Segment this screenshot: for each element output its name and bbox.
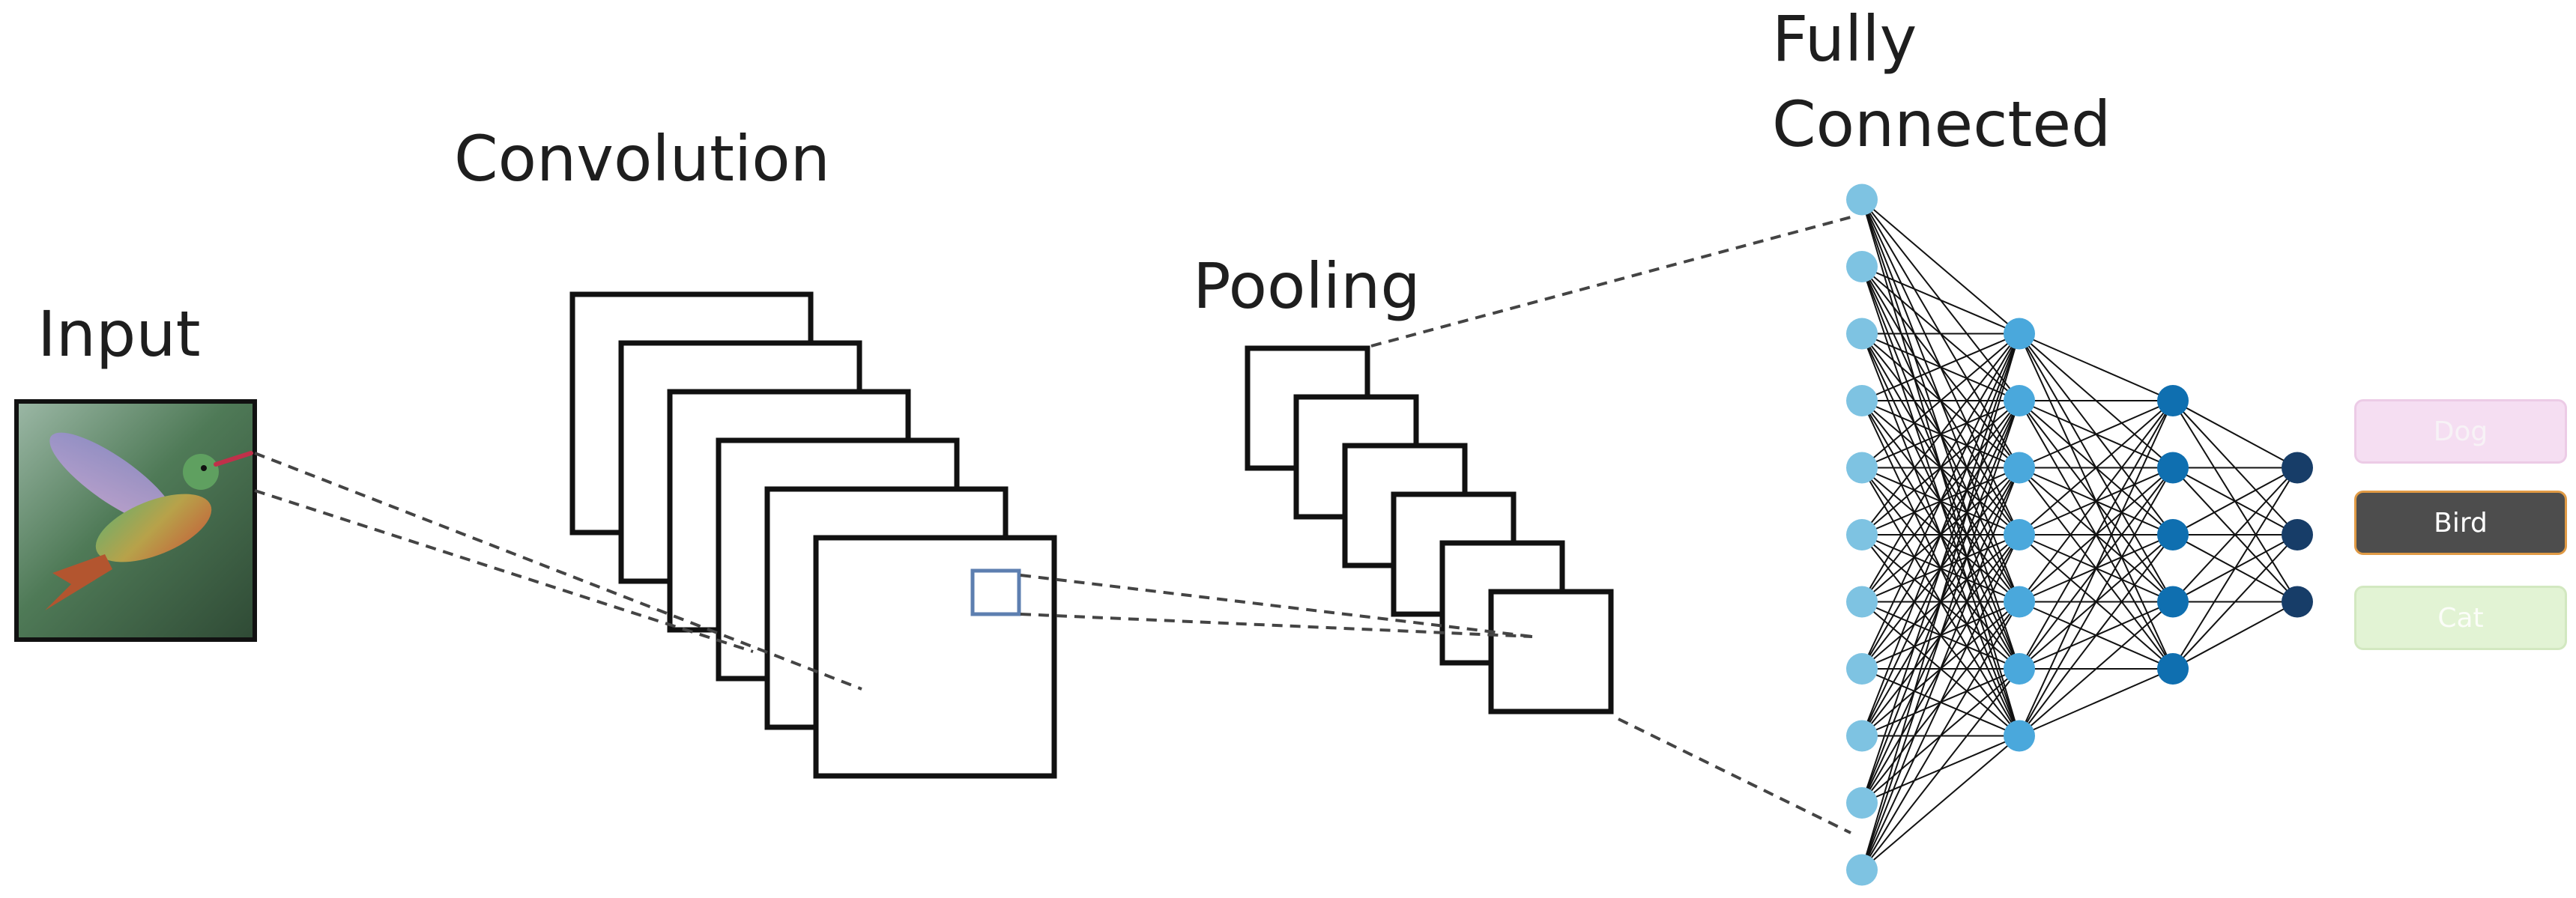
fc-neuron-layer-1	[1846, 251, 1878, 282]
output-dog-label: Dog	[2433, 416, 2488, 447]
fc-connection	[2172, 400, 2298, 469]
fc-neuron-layer-4	[2282, 586, 2313, 618]
fc-connection	[2019, 467, 2174, 736]
fc-neuron-layer-1	[1846, 519, 1878, 550]
fc-neuron-layer-3	[2157, 653, 2189, 685]
fc-connection	[1861, 400, 2020, 870]
fc-connection	[1861, 266, 2020, 335]
label-fully-connected-line2: Connected	[1772, 88, 2111, 161]
convolution-map	[813, 535, 1057, 779]
bird-body	[95, 494, 212, 562]
output-dog-box: Dog	[2354, 399, 2567, 464]
fc-connection	[2172, 467, 2298, 536]
fc-connection	[2019, 668, 2174, 737]
fc-connection	[2019, 601, 2174, 737]
fc-neuron-layer-1	[1846, 586, 1878, 618]
fc-neuron-layer-3	[2157, 519, 2189, 550]
fc-neuron-layer-1	[1846, 183, 1878, 216]
label-input: Input	[37, 297, 201, 371]
fc-connection	[1861, 467, 2020, 870]
dashed-connectors	[254, 216, 1851, 834]
fc-neuron-layer-1	[1846, 653, 1878, 685]
fc-connection	[1861, 333, 2020, 804]
fc-connection	[2172, 467, 2298, 603]
fc-neurons	[1846, 183, 2313, 886]
fc-neuron-layer-1	[1846, 720, 1878, 752]
fc-connection	[1861, 333, 2020, 736]
label-pooling: Pooling	[1193, 249, 1421, 323]
fc-connection	[1861, 333, 2020, 536]
bird-head	[183, 454, 219, 490]
label-fully-connected-line1: Fully	[1772, 2, 1917, 76]
fc-connection	[2019, 534, 2174, 737]
connector-conv-pool-1	[1020, 574, 1533, 638]
fc-connection	[2019, 333, 2174, 401]
fc-neuron-layer-2	[2004, 586, 2035, 618]
bird-beak	[214, 451, 253, 467]
fc-neuron-layer-3	[2157, 586, 2189, 618]
pooling-feature-maps	[1245, 345, 1614, 715]
fc-connection	[2172, 467, 2298, 670]
connector-conv-pool-2	[1020, 613, 1533, 638]
fc-connection	[1861, 333, 2020, 603]
bird-tail	[45, 554, 112, 610]
connector-pool-fc-top	[1370, 216, 1851, 348]
fc-connections	[1861, 198, 2298, 871]
connector-pool-fc-bottom	[1618, 718, 1851, 834]
fc-connection	[1861, 333, 2020, 401]
fc-connection	[2019, 400, 2174, 603]
fc-connection	[2019, 400, 2174, 469]
input-image	[14, 399, 257, 642]
fc-connection	[1861, 198, 2020, 335]
output-bird-box: Bird	[2354, 491, 2567, 555]
fc-connection	[2172, 534, 2298, 670]
fc-connection	[2172, 601, 2298, 670]
fc-neuron-layer-2	[2004, 452, 2035, 484]
fc-connection	[2019, 400, 2174, 536]
fc-neuron-layer-1	[1846, 385, 1878, 416]
fc-neuron-layer-1	[1846, 318, 1878, 350]
fc-neuron-layer-1	[1846, 452, 1878, 484]
fc-neuron-layer-3	[2157, 385, 2189, 416]
fc-connection	[1861, 333, 2020, 870]
convolution-feature-maps	[569, 291, 1057, 779]
fc-neuron-layer-3	[2157, 452, 2189, 484]
fc-neuron-layer-2	[2004, 720, 2035, 752]
output-cat-label: Cat	[2437, 602, 2484, 634]
fc-neuron-layer-4	[2282, 452, 2313, 484]
connector-input-conv-1	[254, 452, 862, 691]
fc-neuron-layer-2	[2004, 385, 2035, 416]
output-cat-box: Cat	[2354, 586, 2567, 650]
fc-neuron-layer-4	[2282, 519, 2313, 550]
connector-input-conv-2	[254, 489, 754, 653]
bird-eye	[201, 465, 207, 471]
output-bird-label: Bird	[2434, 507, 2488, 539]
fc-connection	[1861, 735, 2020, 871]
fc-connection	[1861, 333, 2020, 469]
convolution-kernel-window	[970, 568, 1021, 616]
fc-neuron-layer-2	[2004, 318, 2035, 350]
pooling-map	[1488, 589, 1614, 715]
fc-neuron-layer-2	[2004, 519, 2035, 550]
fc-connection	[1861, 601, 2020, 871]
fc-connection	[1861, 668, 2020, 871]
fc-connection	[1861, 333, 2020, 670]
label-convolution: Convolution	[454, 122, 830, 195]
fc-neuron-layer-1	[1846, 854, 1878, 886]
fc-neuron-layer-2	[2004, 653, 2035, 685]
fc-connection	[2019, 400, 2174, 736]
bird-wing	[49, 432, 175, 527]
fc-connection	[2019, 400, 2174, 670]
fc-connection	[1861, 534, 2020, 870]
fc-neuron-layer-1	[1846, 787, 1878, 819]
